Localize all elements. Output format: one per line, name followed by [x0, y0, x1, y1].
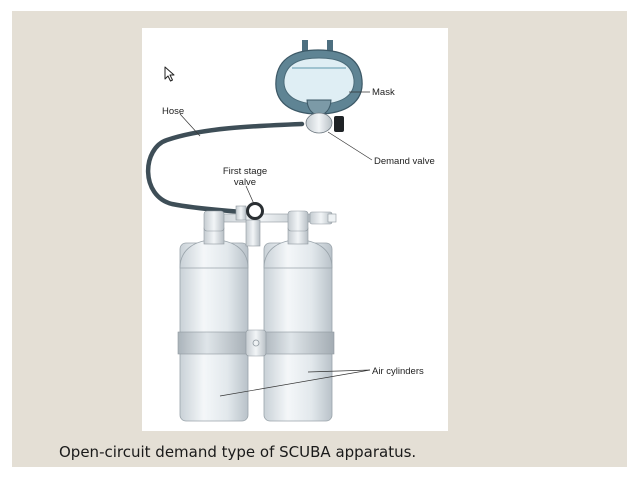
- mask: [275, 40, 363, 134]
- scuba-diagram: Mask Hose Demand valve First stage valve…: [142, 28, 448, 431]
- mouse-pointer-icon: [164, 66, 175, 82]
- air-cylinder-right: [261, 227, 335, 422]
- first-stage-valve: [246, 202, 264, 220]
- air-cylinder-left: [177, 227, 251, 422]
- label-mask: Mask: [372, 87, 395, 98]
- band-clamp: [245, 329, 267, 357]
- label-air-cylinders: Air cylinders: [372, 366, 424, 377]
- label-first-stage-line2: valve: [234, 177, 256, 188]
- label-first-stage-line1: First stage: [223, 166, 267, 177]
- label-hose: Hose: [162, 106, 184, 117]
- caption: Open-circuit demand type of SCUBA appara…: [59, 443, 417, 461]
- label-demand-valve: Demand valve: [374, 156, 435, 167]
- hose: [145, 121, 305, 215]
